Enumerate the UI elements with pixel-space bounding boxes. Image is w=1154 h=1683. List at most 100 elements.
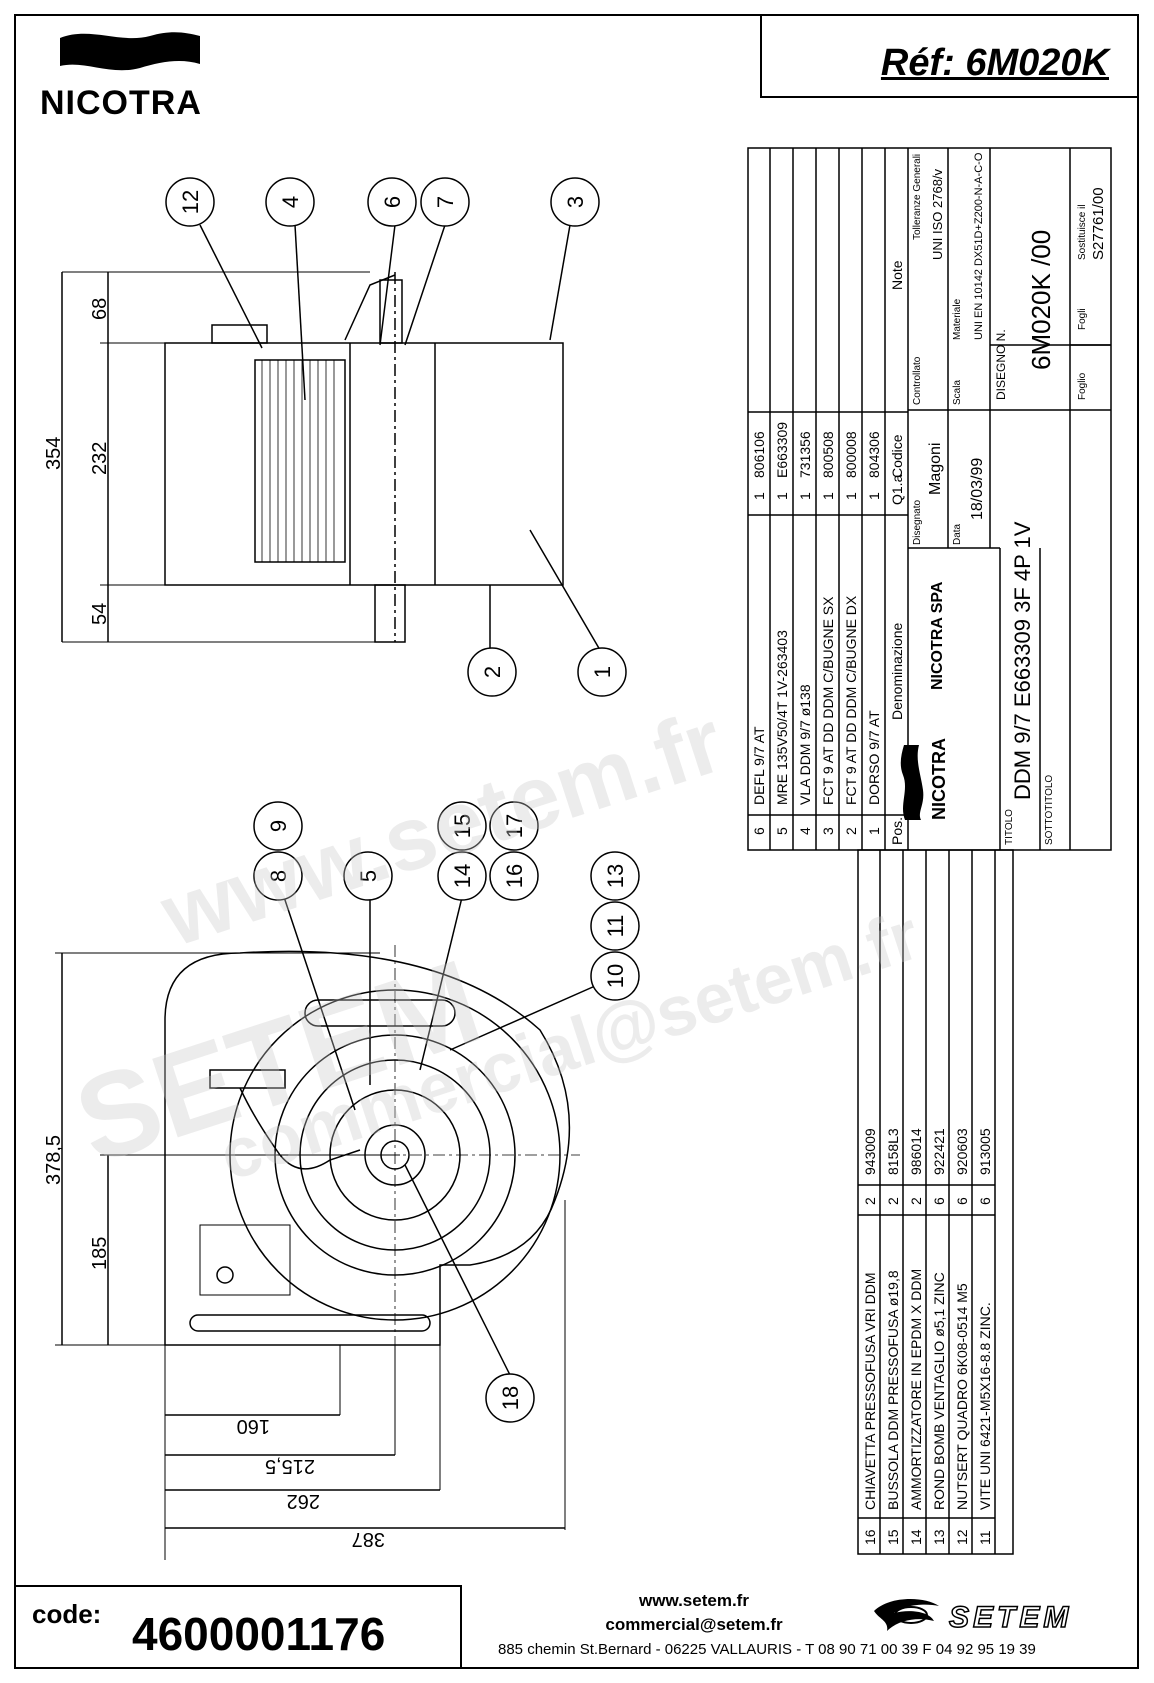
lower-row-15-code: 8158L3	[885, 1128, 901, 1175]
sottotitolo-label: SOTTOTITOLO	[1044, 775, 1055, 845]
setem-logo: SETEM	[869, 1591, 1119, 1641]
svg-text:13: 13	[603, 864, 628, 888]
lower-row-13-pos: 13	[931, 1529, 947, 1545]
address-line: 885 chemin St.Bernard - 06225 VALLAURIS …	[498, 1641, 1036, 1658]
upper-row-6-pos: 6	[751, 827, 767, 835]
upper-row-3-name: FCT 9 AT DD DDM C/BUGNE SX	[820, 596, 836, 805]
lower-row-14-name: AMMORTIZZATORE IN EPDM X DDM	[908, 1269, 924, 1510]
code-box: code: 4600001176	[14, 1585, 462, 1669]
lower-row-15-pos: 15	[885, 1529, 901, 1545]
dim-354: 354	[43, 437, 65, 470]
dim-160: 160	[237, 1415, 270, 1437]
balloon-12: 12	[165, 177, 215, 227]
nicotra-wave-icon	[60, 32, 200, 71]
upper-row-5-code: E663309	[774, 422, 790, 478]
lower-row-14-pos: 14	[908, 1529, 924, 1545]
svg-text:16: 16	[502, 864, 527, 888]
titolo-label: TITOLO	[1004, 809, 1015, 845]
svg-text:7: 7	[433, 196, 458, 208]
disegnato-label: Disegnato	[912, 500, 923, 545]
scala-label: Scala	[952, 380, 963, 405]
lower-row-14-qty: 2	[908, 1197, 924, 1205]
balloon-18: 18	[485, 1373, 535, 1423]
dim-68: 68	[89, 298, 111, 320]
balloon-3: 3	[550, 177, 600, 227]
upper-row-2-code: 800008	[843, 431, 859, 478]
svg-text:10: 10	[603, 964, 628, 988]
upper-row-5-qty: 1	[774, 492, 790, 500]
upper-row-6-name: DEFL 9/7 AT	[751, 726, 767, 805]
balloon-4: 4	[265, 177, 315, 227]
code-label: code:	[32, 1599, 102, 1629]
upper-row-2-qty: 1	[843, 492, 859, 500]
dim-378-5: 378,5	[43, 1135, 65, 1185]
upper-row-6-code: 806106	[751, 431, 767, 478]
svg-text:2: 2	[480, 666, 505, 678]
svg-text:18: 18	[498, 1386, 523, 1410]
svg-text:3: 3	[563, 196, 588, 208]
lower-row-11-code: 913005	[977, 1128, 993, 1175]
disegno-value: 6M020K /00	[1026, 230, 1056, 370]
nicotra-logo: NICOTRA	[40, 30, 260, 122]
lower-row-12-pos: 12	[954, 1529, 970, 1545]
email-link[interactable]: commercial@setem.fr	[605, 1615, 783, 1634]
lower-row-14-code: 986014	[908, 1128, 924, 1175]
setem-swirl-icon: SETEM	[874, 1599, 1072, 1635]
footer: code: 4600001176 www.setem.fr commercial…	[14, 1585, 1139, 1669]
nicotra-title-block-logo: NICOTRA	[900, 738, 949, 820]
upper-row-4-code: 731356	[797, 431, 813, 478]
lower-row-15-name: BUSSOLA DDM PRESSOFUSA ø19,8	[885, 1270, 901, 1510]
contact-block: www.setem.fr commercial@setem.fr	[484, 1589, 904, 1637]
header-denominazione: Denominazione	[889, 623, 905, 720]
upper-row-1-pos: 1	[866, 827, 882, 835]
upper-row-3-qty: 1	[820, 492, 836, 500]
balloon-6: 6	[367, 177, 417, 227]
upper-row-4-qty: 1	[797, 492, 813, 500]
lower-row-11-name: VITE UNI 6421-M5X16-8.8 ZINC.	[977, 1302, 993, 1510]
fogli-label: Fogli	[1077, 308, 1088, 330]
technical-drawing: 354 68 232 54 378,5 185 160 215,5 262 38…	[43, 147, 1112, 1560]
svg-text:15: 15	[450, 814, 475, 838]
lower-row-15-qty: 2	[885, 1197, 901, 1205]
balloon-1: 1	[577, 647, 627, 697]
header-qty: Q1.a	[889, 474, 905, 505]
nicotra-logo-text: NICOTRA	[40, 84, 202, 122]
svg-text:8: 8	[266, 870, 291, 882]
lower-row-16-name: CHIAVETTA PRESSOFUSA VRI DDM	[862, 1272, 878, 1510]
svg-text:5: 5	[356, 870, 381, 882]
balloon-15: 15	[437, 801, 487, 851]
svg-text:1: 1	[590, 666, 615, 678]
lower-row-16-pos: 16	[862, 1529, 878, 1545]
dim-387: 387	[352, 1528, 385, 1550]
header-pos: Pos.	[889, 817, 905, 845]
lower-row-11-qty: 6	[977, 1197, 993, 1205]
svg-text:SETEM: SETEM	[949, 1601, 1072, 1634]
foglio-label: Foglio	[1077, 372, 1088, 400]
titolo-value: DDM 9/7 E663309 3F 4P 1V	[1010, 521, 1035, 800]
upper-row-2-pos: 2	[843, 827, 859, 835]
svg-text:6: 6	[380, 196, 405, 208]
drawing-frame	[14, 14, 1139, 1669]
lower-row-16-qty: 2	[862, 1197, 878, 1205]
svg-text:14: 14	[450, 864, 475, 888]
balloon-2: 2	[467, 647, 517, 697]
header-note: Note	[889, 260, 905, 290]
title-block-company: NICOTRA SPA	[929, 581, 946, 690]
materiale-value: UNI EN 10142 DX51D+Z200-N-A-C-O	[973, 152, 985, 340]
materiale-label: Materiale	[952, 298, 963, 340]
balloon-8: 8	[253, 851, 303, 901]
upper-row-5-name: MRE 135V50/4T 1V-263403	[774, 630, 790, 805]
upper-row-4-pos: 4	[797, 827, 813, 835]
upper-row-3-code: 800508	[820, 431, 836, 478]
lower-row-12-code: 920603	[954, 1128, 970, 1175]
lower-row-11-pos: 11	[977, 1530, 993, 1545]
website-link[interactable]: www.setem.fr	[639, 1591, 749, 1610]
sostituisce-value: S27761/00	[1090, 187, 1107, 260]
lower-row-12-qty: 6	[954, 1197, 970, 1205]
svg-text:4: 4	[278, 196, 303, 208]
lower-row-13-name: ROND BOMB VENTAGLIO ø5,1 ZINC	[931, 1272, 947, 1510]
tolleranze-value: UNI ISO 2768/v	[930, 168, 945, 260]
balloon-16: 16	[489, 851, 539, 901]
balloon-13: 13	[590, 851, 640, 901]
balloon-17: 17	[489, 801, 539, 851]
